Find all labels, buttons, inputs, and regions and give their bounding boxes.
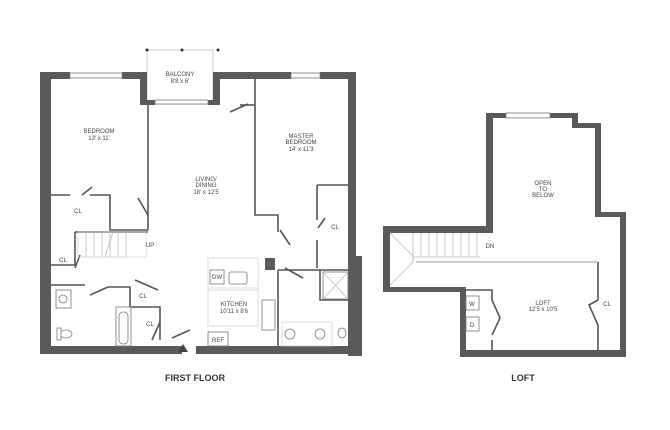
closet-label: CL	[146, 322, 154, 328]
master-dims: 14' x 11'3	[289, 147, 315, 153]
east-wall	[348, 72, 356, 258]
kitchen-dims: 10'11 x 8'6	[220, 309, 249, 315]
bedroom-dims: 13' x 11'	[88, 136, 110, 142]
first-floor-caption: FIRST FLOOR	[165, 373, 225, 383]
master-label-2: BEDROOM	[285, 140, 316, 146]
west-wall	[40, 72, 51, 354]
master-label-1: MASTER	[288, 134, 314, 140]
refrigerator-label: REF	[212, 338, 224, 344]
open-label-2: TO	[539, 187, 548, 193]
dishwasher-label: DW	[212, 275, 222, 281]
living-label-1: LIVING/	[195, 177, 217, 183]
kitchen-label: KITCHEN	[221, 302, 247, 308]
loft-plan	[383, 112, 626, 357]
stairs-down-label: DN	[486, 244, 495, 250]
stairs	[77, 231, 147, 258]
living-label-2: DINING	[196, 183, 217, 189]
open-label-3: BELOW	[532, 193, 554, 199]
washer-label: W	[469, 302, 475, 308]
closet-label: CL	[139, 294, 147, 300]
closet-label: CL	[59, 258, 67, 264]
bedroom-label: BEDROOM	[83, 129, 114, 135]
balcony-label: BALCONY	[166, 72, 195, 78]
open-label-1: OPEN	[534, 181, 551, 187]
dryer-label: D	[470, 323, 475, 329]
loft-label: LOFT	[535, 301, 551, 307]
closet-label: CL	[74, 209, 82, 215]
first-floor-plan	[40, 48, 362, 356]
loft-caption: LOFT	[511, 373, 535, 383]
closet-label: CL	[603, 302, 611, 308]
loft-dims: 12'5 x 10'5	[529, 307, 558, 313]
south-wall	[40, 346, 182, 354]
stairs-up-label: UP	[146, 243, 154, 249]
closet-label: CL	[331, 225, 339, 231]
loft-stairs	[389, 232, 480, 286]
living-dims: 18' x 12'5	[193, 190, 219, 196]
balcony-dims: 8'8 x 6'	[171, 79, 190, 85]
